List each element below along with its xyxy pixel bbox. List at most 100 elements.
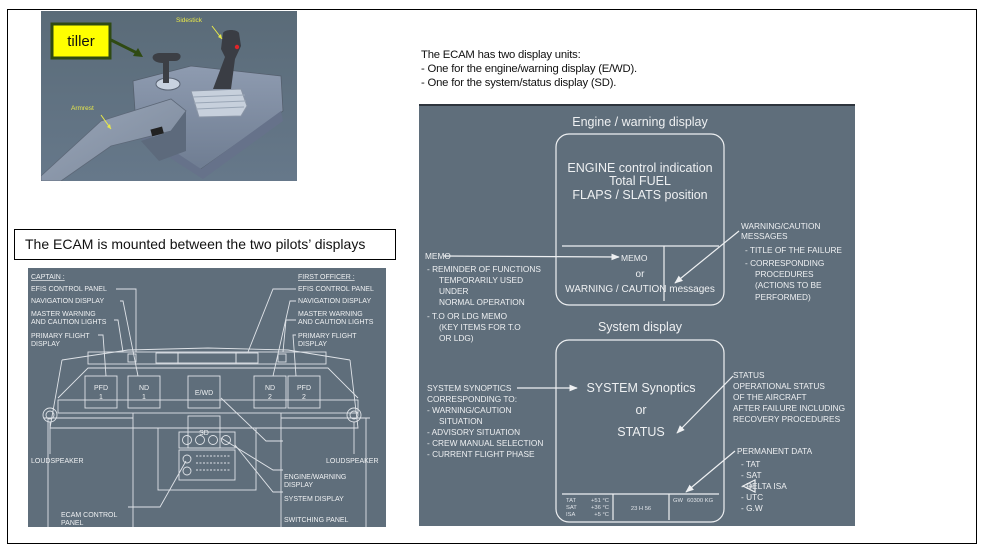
permanent-note-6: - G.W [741,503,763,513]
intro-heading: The ECAM has two display units: [421,49,581,61]
sd-line-3: STATUS [617,425,664,439]
ecp-buttons [196,455,230,471]
synoptics-note-1: SYSTEM SYNOPTICS [427,383,512,393]
cockpit-diagram: CAPTAIN : EFIS CONTROL PANEL NAVIGATION … [28,268,386,527]
captain-pfd-label-1: PRIMARY FLIGHT [31,333,90,340]
warning-note-5: PROCEDURES [755,269,814,279]
nd1-number: 1 [142,394,146,401]
memo-note-1: - REMINDER OF FUNCTIONS [427,264,541,274]
status-arrow [676,375,734,434]
pfd1-label: PFD [94,385,108,392]
leader-nd-left [120,300,139,377]
fo-efis-label: EFIS CONTROL PANEL [298,286,374,293]
synoptics-note-3: - WARNING/CAUTION [427,405,512,415]
permanent-note-4: - DELTA ISA [741,481,787,491]
leader-nd-right [272,300,296,377]
tiller-callout-box [50,22,112,60]
warning-note-6: (ACTIONS TO BE [755,280,822,290]
leader-ecp [128,460,187,508]
tat-label: TAT [566,498,577,504]
armrest-pointer-head [107,124,111,129]
synoptics-note-6: - CREW MANUAL SELECTION [427,438,543,448]
loudspeaker-right-label: LOUDSPEAKER [326,458,379,465]
sat-value: +36 °C [591,505,609,511]
leader-mw-right [282,319,296,353]
loudspeaker-left-label: LOUDSPEAKER [31,458,84,465]
leader-ewd [220,397,283,442]
captain-mw-label-2: AND CAUTION LIGHTS [31,319,107,326]
ewd-line-2: Total FUEL [609,174,671,188]
captain-nd-label: NAVIGATION DISPLAY [31,298,104,305]
tiller-callout-label: tiller [67,33,95,50]
switch-knob-1 [182,435,192,445]
warning-arrow [674,230,740,284]
captain-pfd-label-2: DISPLAY [31,341,60,348]
switch-knob-4 [221,435,231,445]
sd-label: SD [199,430,209,437]
sidestick-pointer-head [218,34,222,39]
loudspeaker-right-inner [349,410,359,420]
intro-bullet-2: - One for the system/status display (SD)… [421,77,617,89]
warning-note-1: WARNING/CAUTION [741,221,820,231]
synoptics-note-5: - ADVISORY SITUATION [427,427,520,437]
ewd-memo: MEMO [621,253,648,263]
permanent-note-1: PERMANENT DATA [737,446,813,456]
memo-arrow [443,253,620,261]
permanent-note-5: - UTC [741,492,763,502]
fo-pfd-label-2: DISPLAY [298,341,327,348]
boot-ridges [192,94,247,110]
memo-note-7: OR LDG) [439,333,474,343]
sidestick-illustration: Sidestick Armrest tiller [40,11,297,182]
status-note-4: AFTER FAILURE INCLUDING [733,403,845,413]
fo-heading: FIRST OFFICER : [298,274,355,281]
pfd1-screen [84,375,118,409]
sidestick-label: Sidestick [176,17,203,24]
memo-note-4: NORMAL OPERATION [439,297,525,307]
efis-panel-right [235,352,259,364]
ewd-frame [555,133,725,306]
loudspeaker-left-icon [42,407,58,423]
leader-mw-left [114,319,124,353]
pedestal [157,427,257,491]
ewd-screen [187,375,221,409]
leader-pfd-left [98,334,107,377]
synoptics-note-2: CORRESPONDING TO: [427,394,517,404]
ecam-drawing: ✳ Engine / warning display ENGINE contro… [425,115,845,523]
leader-efis-right [247,288,296,353]
permanent-note-3: - SAT [741,470,762,480]
slide-frame [7,9,977,544]
sidestick-image: Sidestick Armrest tiller [40,11,297,182]
ecam-intro: The ECAM has two display units: - One fo… [421,48,637,90]
tiller-arrow [110,38,140,56]
ewd-label: E/WD [195,390,213,397]
captain-efis-label: EFIS CONTROL PANEL [31,286,107,293]
pfd2-number: 2 [302,394,306,401]
sidestick-red-button [234,44,240,50]
ewd-line-1: ENGINE control indication [567,161,712,175]
warning-note-2: MESSAGES [741,231,788,241]
console-side [136,111,283,179]
sd-callout: SYSTEM DISPLAY [284,496,344,503]
isa-value: +5 °C [594,512,609,518]
master-warning-right [277,353,287,363]
tat-value: +51 °C [591,498,609,504]
ecam-control-panel [178,449,236,481]
fo-mw-label-1: MASTER WARNING [298,311,363,318]
memo-note-5: - T.O OR LDG MEMO [427,311,508,321]
delta-isa-star: ✳ [747,483,753,491]
glareshield-top [61,347,351,361]
sd-line-1: SYSTEM Synoptics [586,381,695,395]
leader-efis-left [116,288,137,352]
ewd-title: Engine / warning display [572,115,708,129]
pfd1-number: 1 [99,394,103,401]
status-note-5: RECOVERY PROCEDURES [733,414,841,424]
tiller-handle [152,53,181,83]
sd-frame [555,339,725,523]
permanent-arrow [685,450,736,493]
loudspeaker-left-inner [45,410,55,420]
pfd2-label: PFD [297,385,311,392]
ewd-or: or [636,269,646,280]
switch-knob-3 [208,435,218,445]
sd-line-2: or [635,403,646,417]
sat-label: SAT [566,505,577,511]
